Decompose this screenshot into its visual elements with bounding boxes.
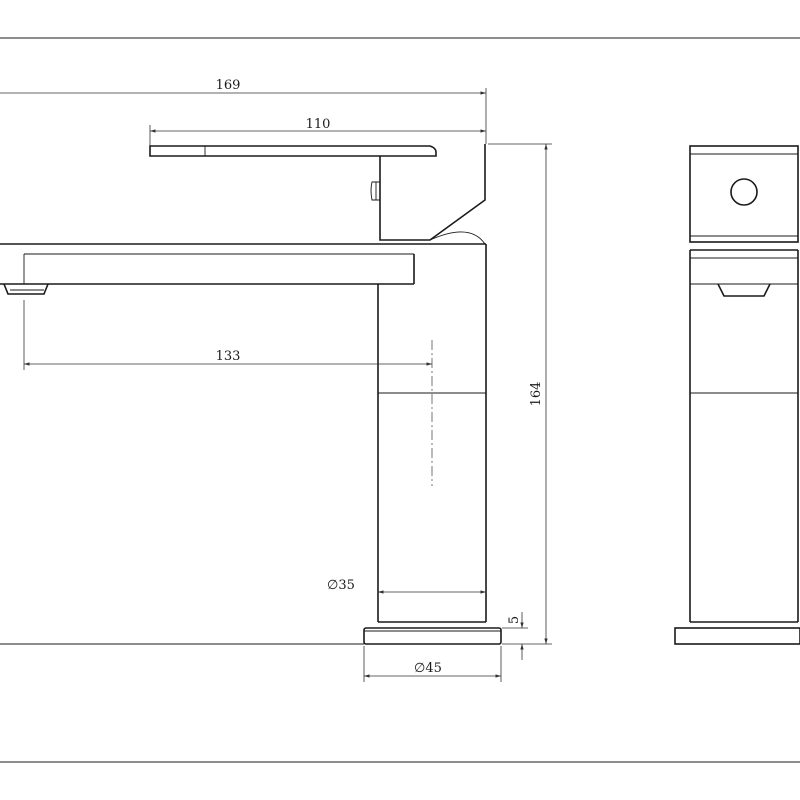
dimension-110-label: 110	[306, 117, 331, 132]
dimension-45-label: 45	[425, 661, 442, 676]
dimension-169-label: 169	[216, 78, 241, 93]
base-plate	[363, 627, 502, 645]
spout	[0, 243, 415, 295]
dimension-diameter-35: ∅35	[327, 578, 486, 594]
diameter-symbol: ∅	[327, 578, 338, 593]
drawing-frame	[0, 37, 800, 763]
lever-pivot-circle	[730, 178, 758, 206]
svg-text:∅35: ∅35	[327, 578, 355, 593]
tap-body	[377, 243, 487, 623]
lever-handle	[149, 144, 486, 245]
dimension-164-label: 164	[529, 382, 544, 407]
dimension-diameter-45: ∅45	[363, 646, 502, 682]
svg-text:∅45: ∅45	[414, 661, 442, 676]
side-view	[0, 144, 502, 645]
dimension-169: 169	[0, 78, 487, 144]
dimension-5: 5	[502, 612, 528, 660]
front-view	[674, 145, 800, 645]
dimension-164: 164	[488, 143, 552, 645]
diameter-symbol: ∅	[414, 661, 425, 676]
dimension-133: 133	[23, 300, 432, 370]
dimension-5-label: 5	[507, 616, 522, 624]
dimension-133-label: 133	[216, 349, 241, 364]
dimension-110: 110	[149, 117, 486, 146]
dimension-35-label: 35	[338, 578, 355, 593]
